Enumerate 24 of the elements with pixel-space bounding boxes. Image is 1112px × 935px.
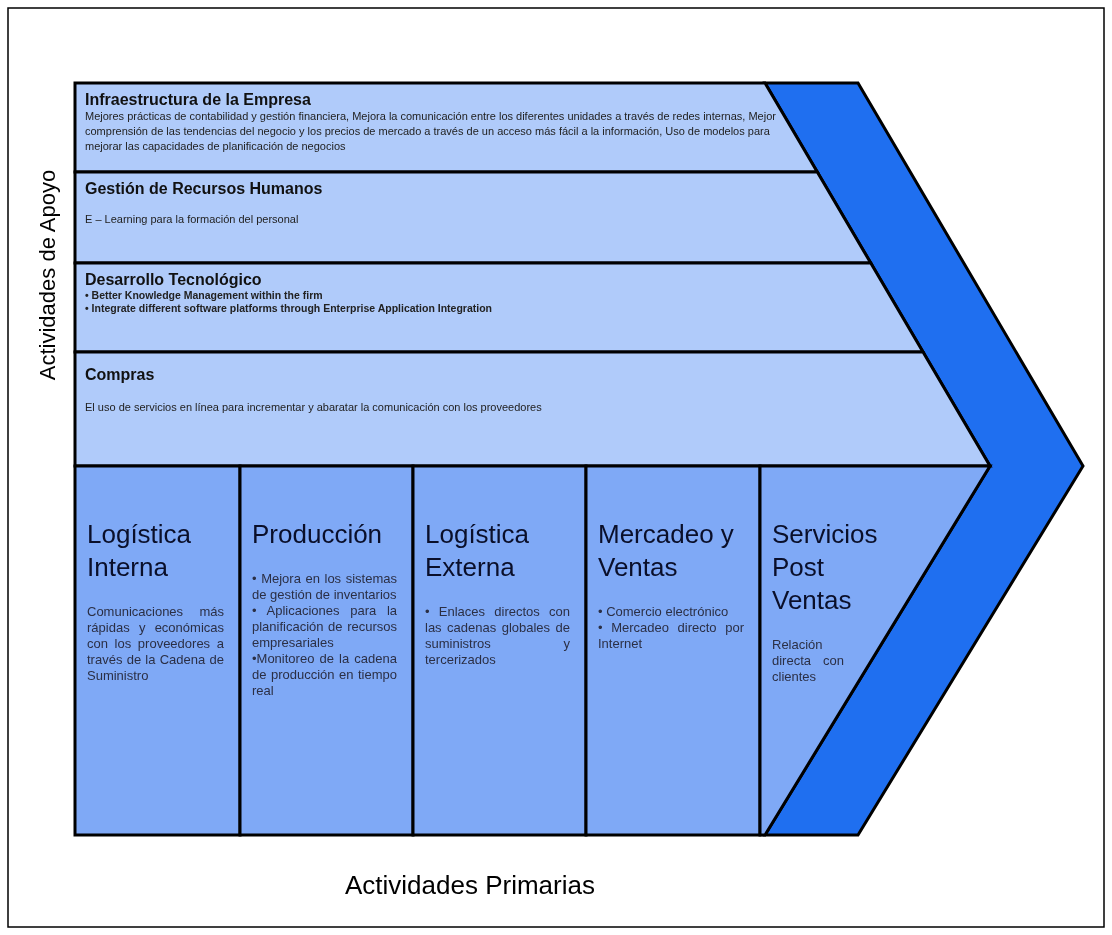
activity-description: • Integrate different software platforms through Enterprise Application Integration [85, 302, 493, 315]
activity-description: • Mercadeo directo por Internet [598, 620, 744, 652]
activity-description: El uso de servicios en línea para incrementar y abaratar la comunicación con los proveedores [85, 400, 543, 415]
activity-heading: Compras [85, 365, 156, 384]
activity-description: E – Learning para la formación del personal [85, 212, 300, 227]
activity-description: • Mejora en los sistemas de gestión de inventarios [252, 571, 397, 603]
activity-heading: Servicios Post Ventas [772, 518, 879, 617]
activity-description: • Better Knowledge Management within the firm [85, 289, 324, 302]
axis-title: Actividades de Apoyo [35, 169, 61, 381]
activity-description: Comunicaciones más rápidas y económicas con los proveedores a través de la Cadena de Suministro [87, 604, 224, 684]
activity-heading: Logística Externa [425, 518, 531, 584]
activity-description: • Enlaces directos con las cadenas globales de suministros y tercerizados [425, 604, 570, 668]
activity-description: Relación directa con clientes [772, 637, 844, 685]
activity-heading: Logística Interna [87, 518, 193, 584]
activity-description: •Monitoreo de la cadena de producción en tiempo real [252, 651, 397, 699]
activity-heading: Desarrollo Tecnológico [85, 270, 263, 289]
activity-heading: Infraestructura de la Empresa [85, 90, 312, 109]
activity-heading: Producción [252, 518, 384, 551]
activity-description: Mejores prácticas de contabilidad y gestión financiera, Mejora la comunicación entre los diferentes unidades a través de redes internas, Mejor comprensión de las tendencias del negocio y los precios de mercado a través de un acceso más fácil a la información, Uso de modelos para mejorar las capacidades de planificación de negocios [85, 109, 777, 154]
activity-heading: Mercadeo y Ventas [598, 518, 735, 584]
axis-title: Actividades Primarias [345, 869, 595, 901]
activity-heading: Gestión de Recursos Humanos [85, 179, 324, 198]
activity-description: • Comercio electrónico [598, 604, 730, 620]
activity-description: • Aplicaciones para la planificación de recursos empresariales [252, 603, 397, 651]
